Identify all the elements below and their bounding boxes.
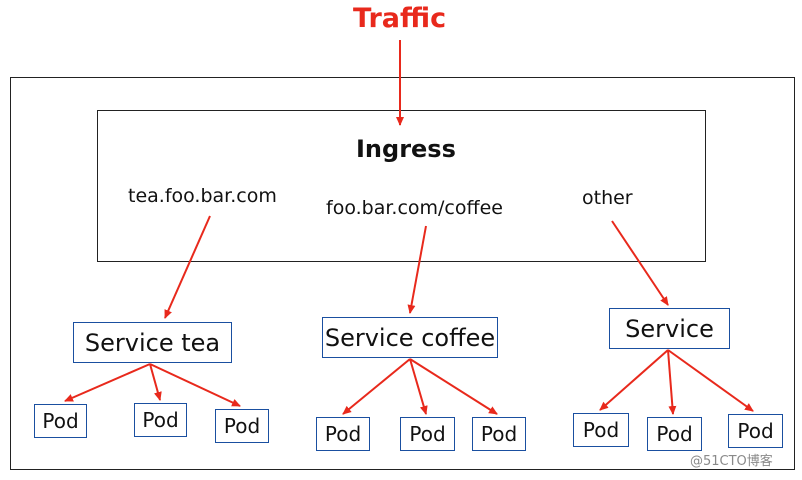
pod-other-2: Pod [647, 417, 702, 451]
pod-label: Pod [409, 422, 446, 446]
cluster-frame [10, 77, 795, 470]
watermark: @51CTO博客 [690, 454, 773, 469]
arrow-coffee-to-pod-2 [409, 358, 428, 415]
pod-other-3: Pod [728, 414, 783, 448]
pod-tea-2: Pod [134, 403, 187, 437]
pod-other-1: Pod [573, 413, 629, 447]
pod-label: Pod [480, 422, 518, 446]
arrow-tea-to-pod-1 [64, 363, 151, 402]
host-rule-other: other [582, 187, 633, 209]
arrow-coffee-to-pod-3 [409, 358, 498, 415]
arrow-tea-to-pod-2 [149, 363, 162, 401]
pod-label: Pod [324, 422, 362, 446]
arrow-other-to-pod-1 [599, 349, 669, 411]
service-coffee-box: Service coffee [322, 317, 498, 358]
arrow-tea-to-pod-3 [149, 363, 241, 407]
arrow-host-coffee-to-service [407, 225, 427, 314]
pod-tea-3: Pod [215, 409, 269, 443]
pod-label: Pod [582, 418, 620, 442]
diagram-title: Traffic [353, 3, 447, 34]
ingress-box [97, 110, 706, 262]
service-coffee-label: Service coffee [324, 323, 496, 352]
pod-coffee-2: Pod [400, 417, 455, 451]
pod-label: Pod [42, 409, 79, 433]
service-tea-label: Service tea [84, 328, 221, 357]
ingress-label: Ingress [356, 135, 456, 163]
host-rule-tea: tea.foo.bar.com [128, 185, 277, 207]
pod-coffee-1: Pod [316, 417, 370, 451]
service-tea-box: Service tea [73, 322, 232, 363]
arrow-other-to-pod-3 [667, 349, 754, 412]
pod-coffee-3: Pod [472, 417, 526, 451]
pod-label: Pod [656, 422, 693, 446]
pod-label: Pod [223, 414, 261, 438]
pod-label: Pod [142, 408, 179, 432]
arrow-host-other-to-service [611, 220, 669, 306]
arrow-host-tea-to-service [164, 215, 211, 319]
pod-tea-1: Pod [34, 404, 87, 438]
arrow-other-to-pod-2 [667, 349, 677, 415]
host-rule-coffee: foo.bar.com/coffee [326, 197, 503, 219]
service-other-label: Service [625, 314, 714, 343]
service-other-box: Service [609, 308, 730, 349]
pod-label: Pod [737, 419, 774, 443]
arrow-coffee-to-pod-1 [342, 358, 411, 415]
